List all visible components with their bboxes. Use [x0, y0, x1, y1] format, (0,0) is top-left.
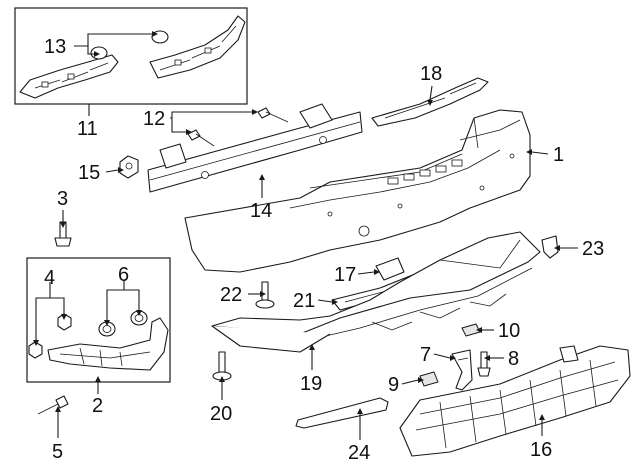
leader-lines: [35, 33, 578, 440]
part-11-right-bracket: [149, 15, 246, 79]
callout-5: 5: [52, 441, 63, 463]
callout-14: 14: [250, 200, 272, 222]
part-8-bolt: [477, 351, 491, 377]
callout-10: 10: [498, 320, 520, 342]
callout-9: 9: [388, 374, 399, 396]
part-11-kit-box: [14, 7, 248, 105]
part-22-bolt: [255, 281, 275, 309]
part-15-nut: [119, 155, 139, 179]
part-1-bumper-cover: [184, 109, 531, 273]
callout-13: 13: [44, 36, 66, 58]
callout-18: 18: [420, 63, 442, 85]
arrowheads: [33, 31, 560, 420]
callout-11: 11: [77, 118, 98, 140]
callout-20: 20: [210, 403, 232, 425]
callout-1: 1: [553, 144, 564, 166]
callout-23: 23: [582, 238, 604, 260]
part-19-lower-valance: [211, 231, 541, 353]
callout-22: 22: [220, 284, 242, 306]
part-14-impact-bar: [147, 103, 363, 193]
callout-6: 6: [118, 264, 129, 286]
part-17-cap: [375, 257, 405, 281]
part-23-clip: [541, 235, 559, 259]
callout-21: 21: [293, 290, 315, 312]
callout-16: 16: [530, 439, 552, 461]
callout-19: 19: [300, 373, 322, 395]
part-16-energy-absorber: [399, 345, 631, 457]
part-5-bolt: [37, 395, 69, 415]
callout-8: 8: [508, 348, 519, 370]
part-7-bracket: [451, 349, 473, 391]
callout-numbers: 13 11 12 15 14 18 1 3 4 6 2 5 17 22 21 2…: [44, 36, 604, 464]
callout-4: 4: [44, 267, 55, 289]
callout-2: 2: [92, 395, 103, 417]
part-9-clip: [419, 371, 439, 387]
callout-7: 7: [420, 344, 431, 366]
part-24-molding: [295, 397, 389, 429]
callout-3: 3: [57, 188, 68, 210]
part-2-bracket: [47, 317, 169, 371]
part-20-bolt: [212, 351, 232, 381]
callout-24: 24: [348, 442, 370, 464]
callout-15: 15: [78, 162, 100, 184]
callout-17: 17: [334, 264, 356, 286]
part-6-grommets: [98, 310, 148, 337]
part-11-left-bracket: [19, 54, 119, 99]
callout-12: 12: [143, 108, 165, 130]
part-13-clip-left: [90, 46, 108, 60]
